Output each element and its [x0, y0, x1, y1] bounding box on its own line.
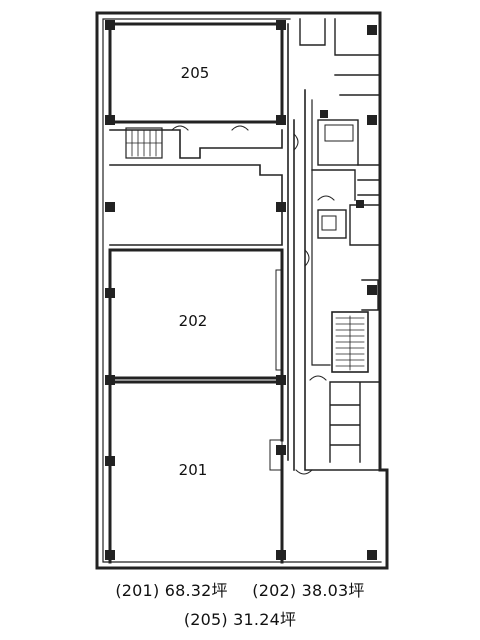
- service-core-mid: [311, 164, 379, 201]
- stair-treads: [335, 315, 365, 371]
- middle-area-outline: [109, 164, 283, 246]
- stair-block: [331, 311, 369, 373]
- stair-treads-upper: [125, 129, 163, 157]
- area-legend-line-1: (201) 68.32坪 (202) 38.03坪: [0, 577, 480, 601]
- floor-plan: 205 202 201: [95, 11, 389, 570]
- room-205-outline: [108, 22, 284, 124]
- inner-wall: [102, 18, 382, 563]
- area-legend-line-2: (205) 31.24坪: [0, 606, 480, 630]
- service-core-wall: [349, 204, 379, 246]
- corridor-cabinet-1: [275, 269, 283, 371]
- area-205-room: (205): [183, 610, 228, 629]
- ev-inner: [321, 215, 337, 231]
- structural-columns: [105, 20, 377, 560]
- ev-shaft: [317, 209, 347, 239]
- area-201-value: 68.32坪: [164, 581, 228, 600]
- room-201-label: 201: [179, 461, 208, 479]
- toilet-block-1: [317, 119, 359, 166]
- area-201-room: (201): [115, 581, 160, 600]
- room-202-label: 202: [179, 312, 208, 330]
- service-core-top: [299, 18, 379, 96]
- corridor-wall-right: [304, 89, 379, 471]
- upper-partition: [109, 129, 283, 159]
- toilet-block-2: [324, 124, 354, 142]
- corridor-wall-left: [287, 23, 295, 471]
- outer-wall: [95, 11, 389, 570]
- corridor-wall-mid: [311, 99, 331, 366]
- door-arcs: [171, 125, 335, 475]
- area-202-value: 38.03坪: [301, 581, 365, 600]
- lower-service-rooms: [329, 381, 379, 463]
- right-alcove: [361, 279, 379, 311]
- area-202-room: (202): [252, 581, 297, 600]
- area-205-value: 31.24坪: [233, 610, 297, 629]
- room-205-label: 205: [181, 64, 210, 82]
